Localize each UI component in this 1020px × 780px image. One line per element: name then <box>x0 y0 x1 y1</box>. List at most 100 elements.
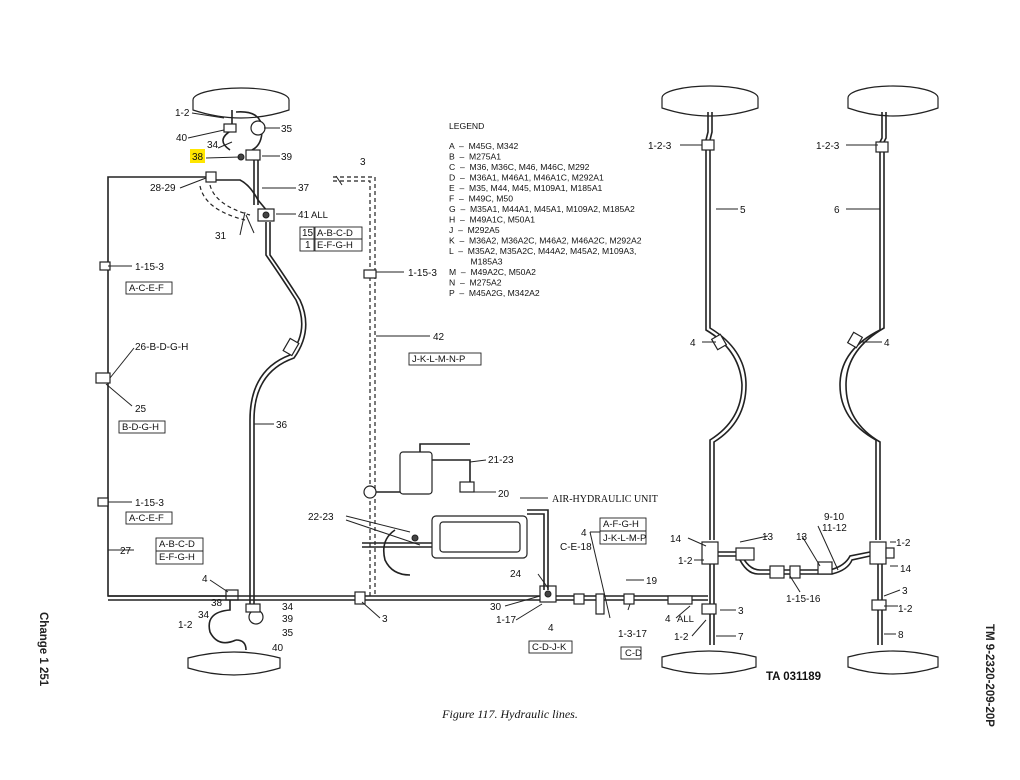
legend-entry: H – M49A1C, M50A1 <box>449 215 535 225</box>
callout-box: C-D-J-K <box>532 642 567 653</box>
wheel-rear-right <box>847 650 939 675</box>
legend-entry: C – M36, M36C, M46, M46C, M292 <box>449 162 590 172</box>
callout: 27 <box>120 546 132 557</box>
callout: 40 <box>176 133 188 144</box>
legend-entry: M185A3 <box>449 257 503 267</box>
callout: 1-2 <box>678 556 693 567</box>
page-footer-rotated: Change 1 251 <box>37 612 49 687</box>
callout: 26-B-D-G-H <box>135 342 188 353</box>
callout: 15 <box>302 228 314 239</box>
callout: ALL <box>677 614 694 625</box>
callout: 34 <box>198 610 210 621</box>
legend-entry: B – M275A1 <box>449 152 501 162</box>
callout: 37 <box>298 183 310 194</box>
callout: 35 <box>282 628 294 639</box>
callout-box: E-F-G-H <box>159 552 195 563</box>
wheel-rear-left <box>187 651 281 676</box>
callout-box: J-K-L-M-P <box>603 533 646 544</box>
callout: 3 <box>902 586 908 597</box>
callout: 22-23 <box>308 512 334 523</box>
callout: 14 <box>670 534 682 545</box>
wheel-front-mid <box>661 85 759 117</box>
callout: 1-2 <box>674 632 689 643</box>
callout-box: A-B-C-D <box>159 539 195 550</box>
legend-entry: A – M45G, M342 <box>449 141 518 151</box>
legend-entry: K – M36A2, M36A2C, M46A2, M46A2C, M292A2 <box>449 236 642 246</box>
wheel-front-right <box>847 85 939 117</box>
wheel-rear-mid <box>661 650 757 675</box>
callout: 19 <box>646 576 658 587</box>
callout: 28-29 <box>150 183 176 194</box>
callout: 3 <box>360 157 366 168</box>
callout: AIR-HYDRAULIC UNIT <box>552 494 658 505</box>
callout: 1-2-3 <box>816 141 840 152</box>
callout: 1-2-3 <box>648 141 672 152</box>
callout: 21-23 <box>488 455 514 466</box>
main-cross-line <box>108 585 708 615</box>
left-hydraulic-lines <box>95 110 307 651</box>
callout-box: E-F-G-H <box>317 240 353 251</box>
callout: 1-17 <box>496 615 516 626</box>
callout: 4 <box>202 574 208 585</box>
leader-lines <box>105 112 901 637</box>
callout: 1-3-17 <box>618 629 647 640</box>
legend-entry: D – M36A1, M46A1, M46A1C, M292A1 <box>449 173 604 183</box>
callout: 31 <box>215 231 227 242</box>
ta-number: TA 031189 <box>766 671 821 683</box>
callout-box: A-B-C-D <box>317 228 353 239</box>
legend-title: LEGEND <box>449 121 484 131</box>
callout: 39 <box>281 152 293 163</box>
legend-entry: M – M49A2C, M50A2 <box>449 267 536 277</box>
callout: 1-15-3 <box>135 498 164 509</box>
callout: 34 <box>282 602 294 613</box>
callout: 1-2 <box>178 620 193 631</box>
legend-entry: E – M35, M44, M45, M109A1, M185A1 <box>449 183 603 193</box>
callout: 6 <box>834 205 840 216</box>
callout: 4 <box>581 528 587 539</box>
legend-entry: J – M292A5 <box>449 225 500 235</box>
air-hydraulic-unit <box>362 443 549 590</box>
callout: 8 <box>898 630 904 641</box>
callout-box: A-C-E-F <box>129 283 164 294</box>
wheel-front-left <box>192 87 290 119</box>
callout-38-highlighted: 38 <box>192 152 204 163</box>
callout: ALL <box>311 210 328 221</box>
callout: 1-2 <box>175 108 190 119</box>
callout: 1-15-3 <box>135 262 164 273</box>
callout: 4 <box>884 338 890 349</box>
callout: 36 <box>276 420 288 431</box>
callout: 13 <box>762 532 774 543</box>
callout: 30 <box>490 602 502 613</box>
callout: 3 <box>738 606 744 617</box>
callout: 14 <box>900 564 912 575</box>
callout: 41 <box>298 210 310 221</box>
callout-box: B-D-G-H <box>122 422 159 433</box>
figure-caption: Figure 117. Hydraulic lines. <box>441 707 578 721</box>
callout: 5 <box>740 205 746 216</box>
legend-entry: G – M35A1, M44A1, M45A1, M109A2, M185A2 <box>449 204 635 214</box>
callout: 1-2 <box>898 604 913 615</box>
legend-entry: N – M275A2 <box>449 278 502 288</box>
callout: 25 <box>135 404 147 415</box>
callout: 1-15-16 <box>786 594 821 605</box>
callout: 24 <box>510 569 522 580</box>
manual-number-rotated: TM 9-2320-209-20P <box>983 624 995 727</box>
callout: 4 <box>690 338 696 349</box>
legend-entry: P – M45A2G, M342A2 <box>449 288 540 298</box>
dashed-route-42 <box>333 175 377 596</box>
callout-box: J-K-L-M-N-P <box>412 354 465 365</box>
callout: 39 <box>282 614 294 625</box>
callout: 20 <box>498 489 510 500</box>
callout: 9-10 <box>824 512 844 523</box>
callout: 40 <box>272 643 284 654</box>
callout: 4 <box>548 623 554 634</box>
mid-right-line <box>701 112 801 645</box>
callout: 4 <box>665 614 671 625</box>
callout: 7 <box>738 632 744 643</box>
callout: 1-15-3 <box>408 268 437 279</box>
callout: C-E-18 <box>560 542 592 553</box>
callout: 1 <box>305 240 311 251</box>
